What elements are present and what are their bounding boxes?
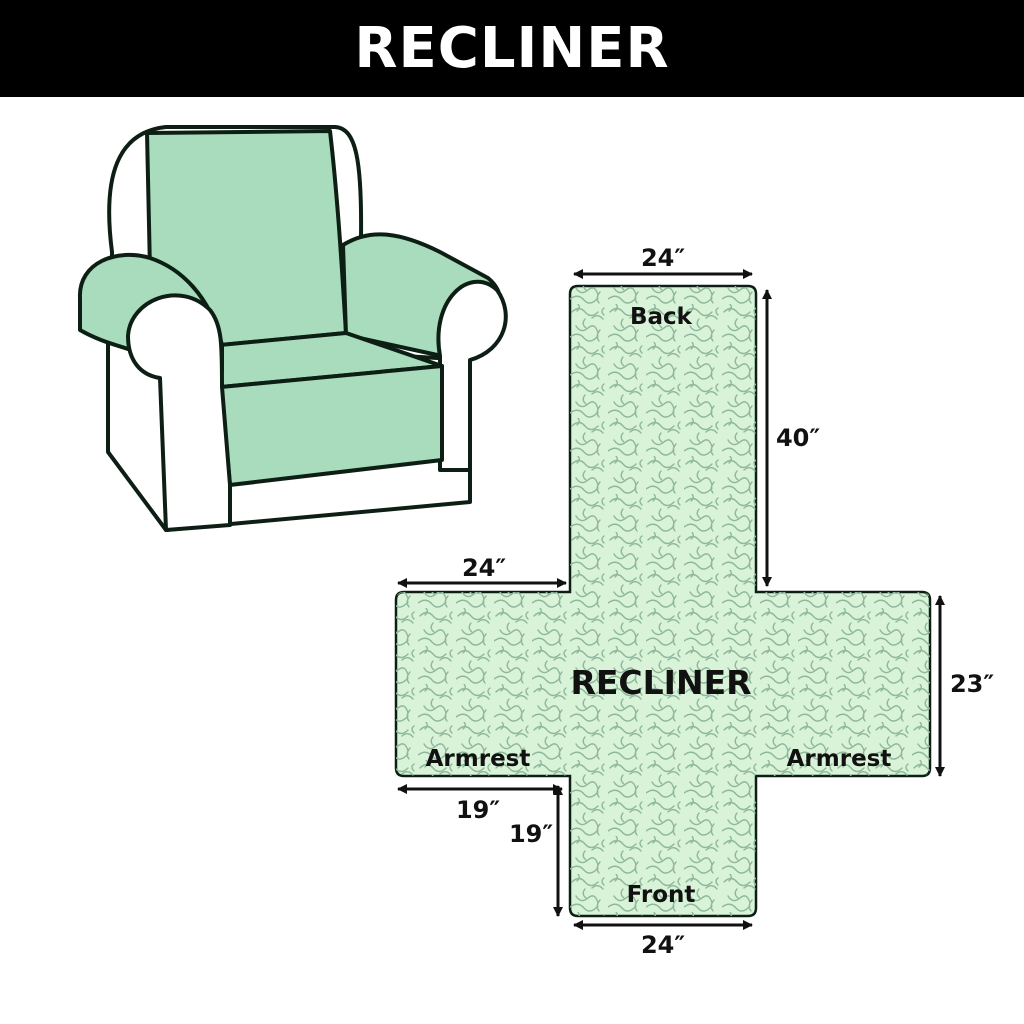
dim-back-length: 40″	[776, 424, 820, 452]
back-label: Back	[630, 304, 693, 330]
dim-arm-height: 23″	[950, 670, 994, 698]
recliner-chair-illustration	[77, 125, 508, 532]
chair-right-arm-roll	[436, 279, 508, 472]
dim-arm-bottom: 19″	[456, 796, 500, 824]
dim-back-width: 24″	[641, 244, 685, 272]
chair-left-arm-front	[126, 293, 232, 532]
dimension-lines	[397, 269, 945, 930]
page-title: RECLINER	[354, 16, 670, 81]
armrest-left-label: Armrest	[426, 746, 531, 772]
cover-quilt-texture	[396, 286, 930, 916]
center-label: RECLINER	[570, 663, 751, 702]
title-bar: RECLINER	[0, 0, 1024, 97]
dim-front-side: 19″	[509, 820, 553, 848]
dim-front-width: 24″	[641, 931, 685, 959]
front-label: Front	[627, 882, 696, 908]
armrest-right-label: Armrest	[787, 746, 892, 772]
dim-arm-width: 24″	[462, 554, 506, 582]
